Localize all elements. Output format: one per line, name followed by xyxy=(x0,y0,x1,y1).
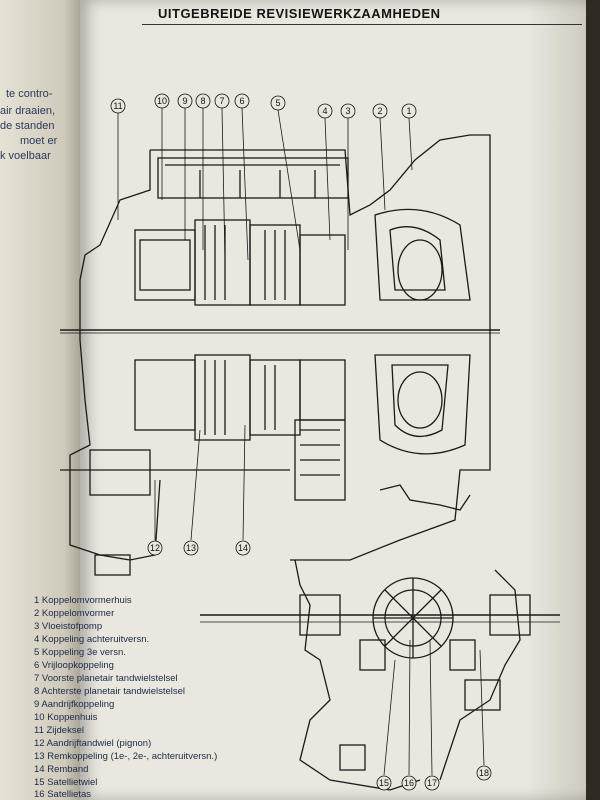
left-page-line: air draaien, xyxy=(0,105,56,117)
callout-12: 12 xyxy=(147,540,163,556)
diagram-linework xyxy=(60,134,560,791)
legend-item: 14 Remband xyxy=(34,764,89,775)
svg-text:12: 12 xyxy=(150,543,160,553)
svg-text:9: 9 xyxy=(182,96,187,106)
callout-markers: 11 10 9 8 7 6 5 4 3 2 1 12 13 14 15 16 1… xyxy=(110,93,492,791)
svg-text:13: 13 xyxy=(186,543,196,553)
svg-text:10: 10 xyxy=(157,96,167,106)
page-header: UITGEBREIDE REVISIEWERKZAAMHEDEN xyxy=(158,6,441,21)
legend-item: 13 Remkoppeling (1e-, 2e-, achteruitvers… xyxy=(34,751,218,762)
legend-item: 9 Aandrijfkoppeling xyxy=(34,699,115,710)
svg-text:16: 16 xyxy=(404,778,414,788)
svg-text:1: 1 xyxy=(406,106,411,116)
callout-4: 4 xyxy=(317,103,333,119)
book-spine xyxy=(586,0,600,800)
svg-text:18: 18 xyxy=(479,768,489,778)
legend-item: 2 Koppelomvormer xyxy=(34,608,115,619)
callout-15: 15 xyxy=(376,775,392,791)
legend-item: 1 Koppelomvormerhuis xyxy=(34,595,132,606)
legend-item: 5 Koppeling 3e versn. xyxy=(34,647,126,658)
legend-item: 6 Vrijloopkoppeling xyxy=(34,660,114,671)
leader-lines xyxy=(117,107,485,776)
callout-3: 3 xyxy=(340,103,356,119)
svg-text:4: 4 xyxy=(322,106,327,116)
svg-text:11: 11 xyxy=(113,101,122,111)
callout-1: 1 xyxy=(401,103,417,119)
callout-14: 14 xyxy=(235,540,251,556)
callout-8: 8 xyxy=(195,93,211,109)
legend-item: 12 Aandrijftandwiel (pignon) xyxy=(34,738,152,749)
left-page-line: te contro- xyxy=(6,88,53,100)
header-rule xyxy=(142,24,582,25)
left-page-edge xyxy=(0,0,92,800)
svg-text:17: 17 xyxy=(427,778,437,788)
svg-text:15: 15 xyxy=(379,778,389,788)
callout-10: 10 xyxy=(154,93,170,109)
legend-item: 7 Voorste planetair tandwielstelsel xyxy=(34,673,178,684)
callout-5: 5 xyxy=(270,95,286,111)
callout-16: 16 xyxy=(401,775,417,791)
right-page xyxy=(80,0,588,800)
callout-11: 11 xyxy=(110,98,126,114)
left-page-line: de standen xyxy=(0,120,55,132)
callout-13: 13 xyxy=(183,540,199,556)
left-page: te contro- air draaien, de standen moet … xyxy=(0,0,93,800)
callout-9: 9 xyxy=(177,93,193,109)
callout-7: 7 xyxy=(214,93,230,109)
legend-item: 16 Satellietas xyxy=(34,789,92,800)
svg-text:6: 6 xyxy=(239,96,244,106)
legend-item: 4 Koppeling achteruitversn. xyxy=(34,634,150,645)
legend-item: 8 Achterste planetair tandwielstelsel xyxy=(34,686,186,697)
callout-6: 6 xyxy=(234,93,250,109)
svg-text:14: 14 xyxy=(238,543,248,553)
left-page-line: moet er xyxy=(20,135,58,147)
callout-18: 18 xyxy=(476,765,492,781)
svg-text:7: 7 xyxy=(219,96,224,106)
svg-text:8: 8 xyxy=(200,96,205,106)
legend-item: 3 Vloeistofpomp xyxy=(34,621,103,632)
legend-item: 11 Zijdeksel xyxy=(34,725,84,736)
page-shadow xyxy=(528,0,588,800)
svg-text:2: 2 xyxy=(377,106,382,116)
legend-item: 15 Satellietwiel xyxy=(34,777,98,788)
callout-2: 2 xyxy=(372,103,388,119)
left-page-line: k voelbaar xyxy=(0,150,51,162)
legend-item: 10 Koppenhuis xyxy=(34,712,98,723)
callout-17: 17 xyxy=(424,775,440,791)
svg-text:3: 3 xyxy=(345,106,350,116)
svg-text:5: 5 xyxy=(275,98,280,108)
